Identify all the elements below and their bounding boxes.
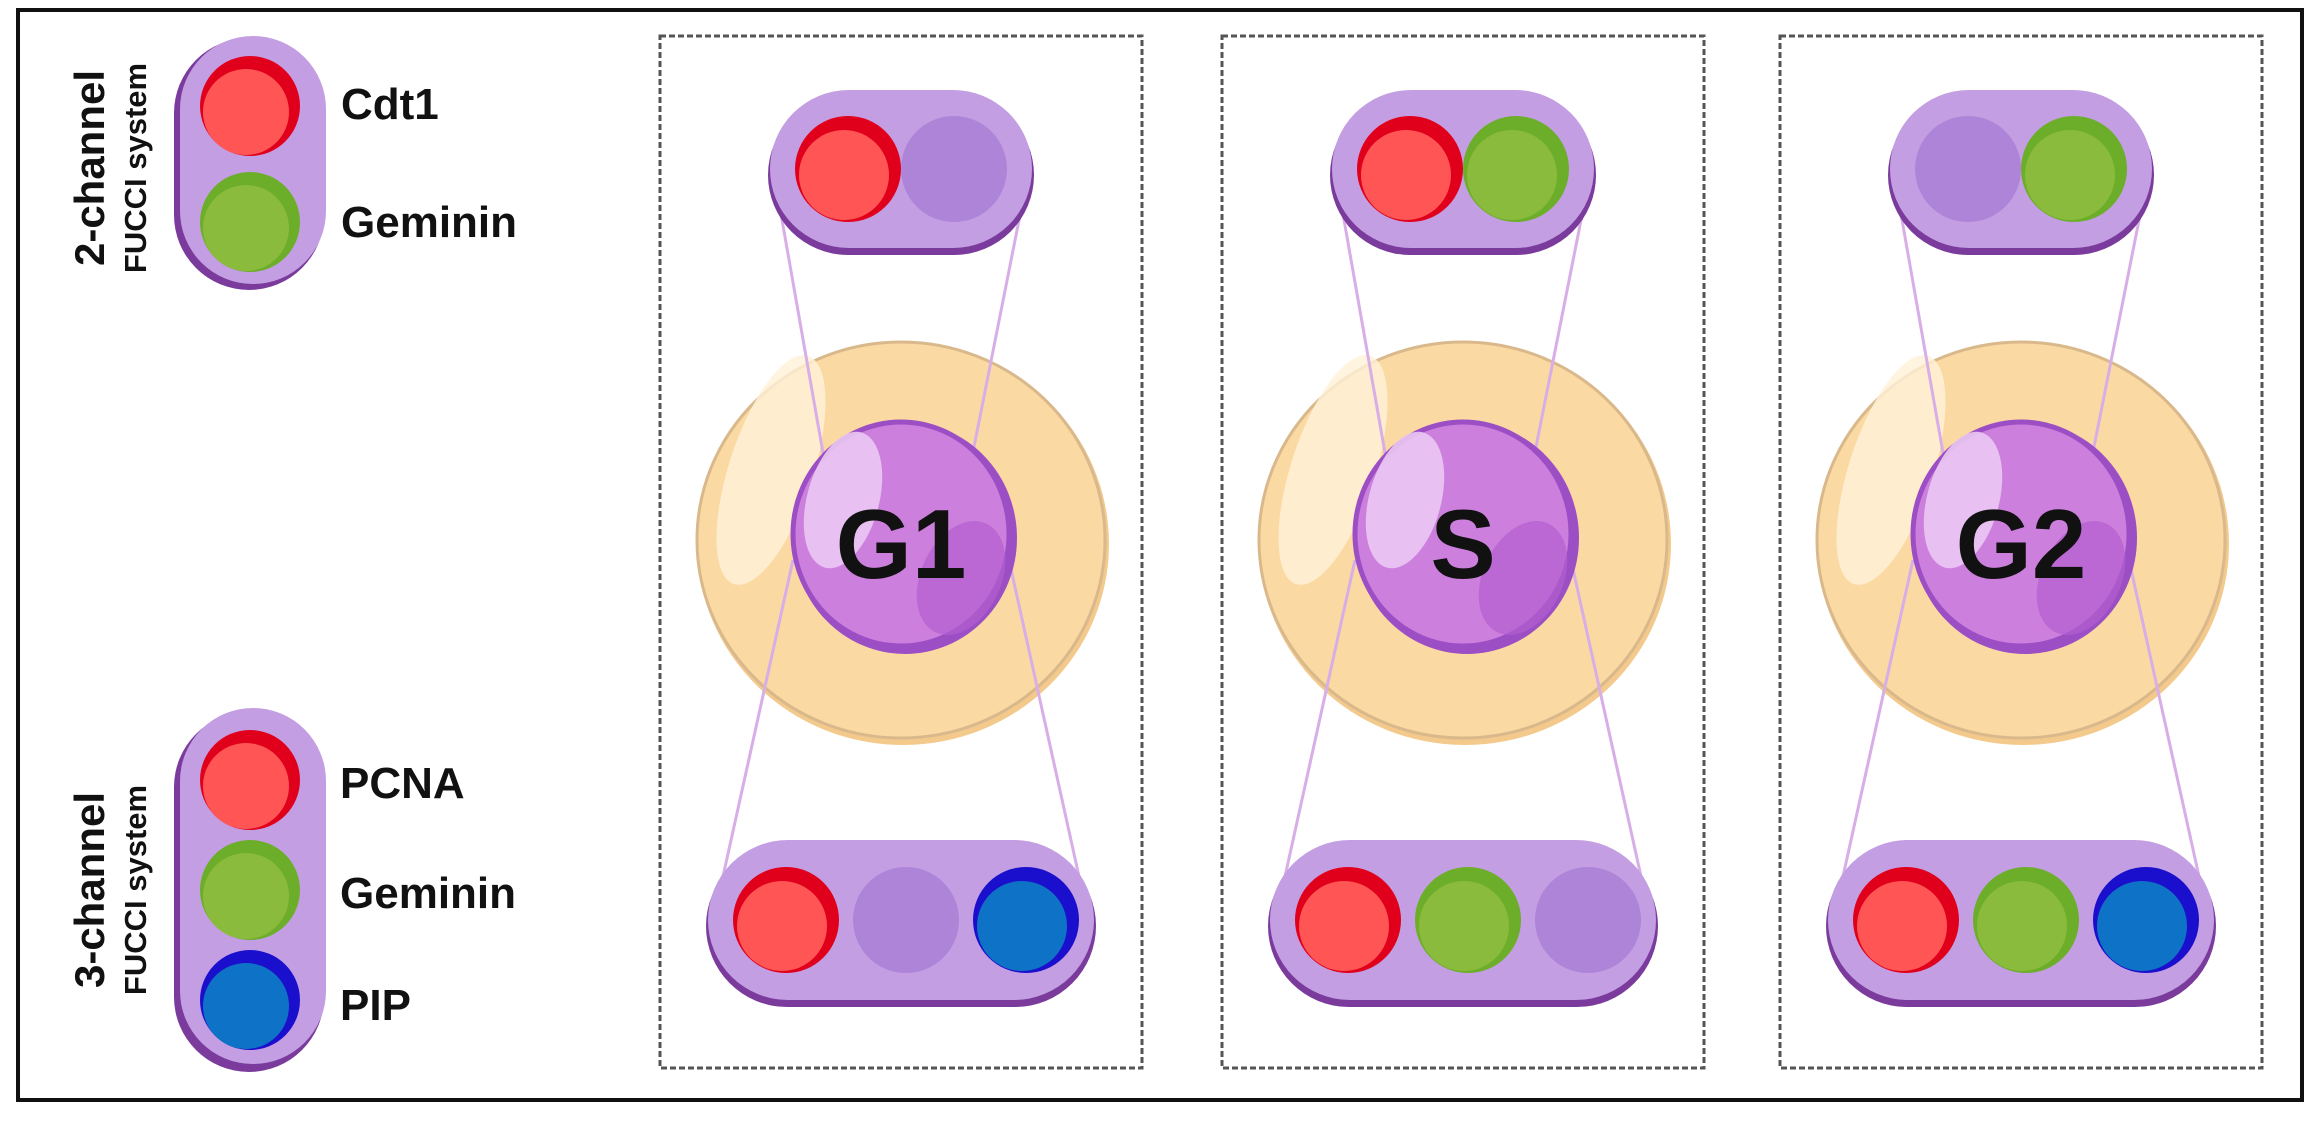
nucleus	[1352, 419, 1579, 654]
phase-label-s: S	[1430, 489, 1495, 599]
three-channel-slot-2-blue-fluorescence-icon	[973, 867, 1079, 973]
cell-body-highlight	[716, 355, 826, 585]
three-channel-slot-2-core	[2097, 881, 2187, 971]
three-channel-slot-1-core	[1419, 881, 1509, 971]
legend-2-channel-title: 2-channel	[66, 70, 113, 266]
two-channel-slot-1-core	[2025, 130, 2115, 220]
panel-border	[1778, 34, 2264, 1070]
three-channel-indicator	[706, 840, 1096, 1007]
green-fluorescence-icon	[200, 840, 300, 940]
two-channel-slot-1-green-fluorescence-icon	[2021, 116, 2127, 222]
phase-panel-g1: G1	[658, 34, 1144, 1070]
zoom-line-2	[1838, 559, 1915, 891]
nucleus-highlight	[1365, 431, 1445, 569]
nucleus	[790, 419, 1017, 654]
legend-2-channel-subtitle: FUCCI system	[118, 63, 153, 273]
three-channel-slot-2-off-slot	[1535, 867, 1641, 973]
legend-2-channel-label-geminin: Geminin	[341, 198, 517, 247]
zoom-line-1	[969, 179, 1029, 463]
legend-3-channel-label-pcna: PCNA	[340, 759, 465, 808]
two-channel-slot-1-core	[1467, 130, 1557, 220]
legend-3-channel: 3-channel FUCCI system PCNA Geminin PIP	[66, 708, 516, 1072]
green-fluorescence-icon	[200, 172, 300, 272]
three-channel-slot-1-green-fluorescence-icon	[1973, 867, 2079, 973]
three-channel-slot-0-core	[1299, 881, 1389, 971]
two-channel-slot-0-red-fluorescence-icon	[1357, 116, 1463, 222]
phase-panel-s: S	[1220, 34, 1706, 1070]
panel-border	[1220, 34, 1706, 1070]
legend-3-channel-title: 3-channel	[66, 792, 113, 988]
nucleus-highlight	[1923, 431, 2003, 569]
three-channel-slot-1-core	[1977, 881, 2067, 971]
legend-2-channel-label-cdt1: Cdt1	[341, 80, 439, 129]
zoom-line-2	[1280, 559, 1357, 891]
two-channel-slot-1-off-slot	[901, 116, 1007, 222]
cell-body-highlight	[1278, 355, 1388, 585]
nucleus-highlight	[803, 431, 883, 569]
nucleus-dark-side	[2036, 521, 2126, 635]
phase-panel-g2: G2	[1778, 34, 2264, 1070]
zoom-line-0	[1335, 179, 1390, 471]
two-channel-slot-1-green-fluorescence-icon	[1463, 116, 1569, 222]
nucleus-dark-side	[1478, 521, 1568, 635]
legend-2-channel: 2-channel FUCCI system Cdt1 Geminin	[66, 36, 517, 290]
three-channel-slot-0-red-fluorescence-icon	[733, 867, 839, 973]
legend-3-channel-subtitle: FUCCI system	[118, 785, 153, 995]
cell-body-highlight	[1836, 355, 1946, 585]
two-channel-slot-0-core	[1361, 130, 1451, 220]
three-channel-slot-2-blue-fluorescence-icon	[2093, 867, 2199, 973]
two-channel-slot-0-core	[799, 130, 889, 220]
three-channel-slot-0-red-fluorescence-icon	[1295, 867, 1401, 973]
red-fluorescence-icon	[200, 730, 300, 830]
zoom-line-3	[1007, 559, 1084, 891]
three-channel-slot-0-core	[1857, 881, 1947, 971]
legend-3-channel-label-geminin: Geminin	[340, 869, 516, 918]
three-channel-slot-2-core	[977, 881, 1067, 971]
nucleus-dark-side	[916, 521, 1006, 635]
three-channel-slot-1-green-fluorescence-icon	[1415, 867, 1521, 973]
two-channel-indicator	[768, 90, 1034, 255]
two-channel-indicator	[1888, 90, 2154, 255]
panel-border	[658, 34, 1144, 1070]
three-channel-indicator	[1268, 840, 1658, 1007]
zoom-line-3	[2127, 559, 2204, 891]
phase-panels: G1 S G2	[658, 34, 2264, 1070]
zoom-line-3	[1569, 559, 1646, 891]
two-channel-slot-0-off-slot	[1915, 116, 2021, 222]
three-channel-slot-0-red-fluorescence-icon	[1853, 867, 1959, 973]
zoom-line-0	[1893, 179, 1948, 471]
zoom-line-1	[1531, 179, 1591, 463]
three-channel-indicator	[1826, 840, 2216, 1007]
legend-3-channel-label-pip: PIP	[340, 981, 411, 1030]
red-fluorescence-icon	[200, 56, 300, 156]
three-channel-slot-1-off-slot	[853, 867, 959, 973]
phase-label-g2: G2	[1956, 489, 2087, 599]
zoom-line-2	[718, 559, 795, 891]
three-channel-slot-0-core	[737, 881, 827, 971]
zoom-line-1	[2089, 179, 2149, 463]
two-channel-slot-0-red-fluorescence-icon	[795, 116, 901, 222]
phase-label-g1: G1	[836, 489, 967, 599]
nucleus	[1910, 419, 2137, 654]
blue-fluorescence-icon	[200, 950, 300, 1050]
zoom-line-0	[773, 179, 828, 471]
two-channel-indicator	[1330, 90, 1596, 255]
